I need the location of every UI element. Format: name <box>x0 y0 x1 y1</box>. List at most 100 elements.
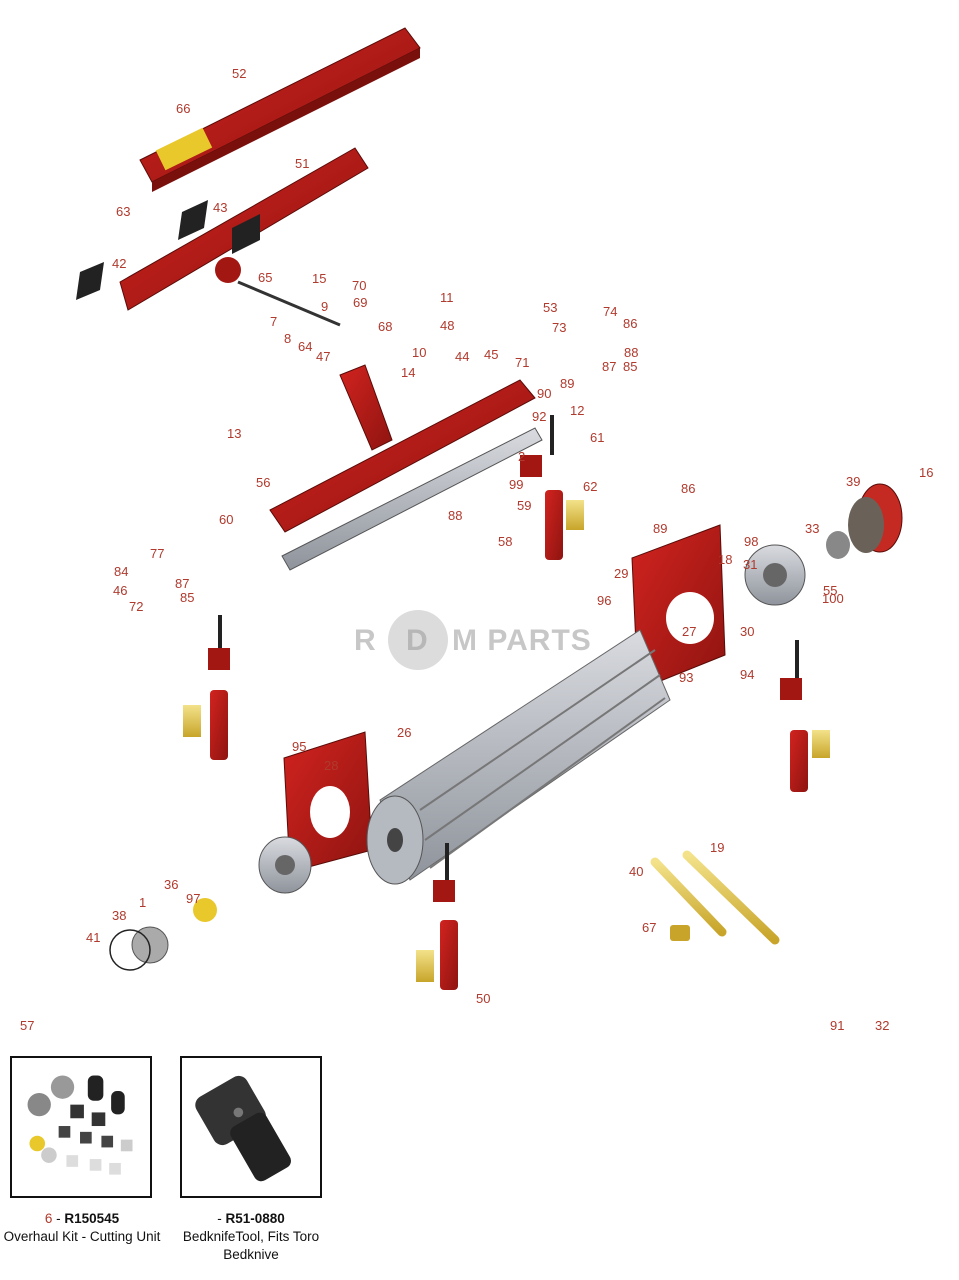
callout-86: 86 <box>623 316 637 331</box>
callout-100: 100 <box>822 591 844 606</box>
callout-99: 99 <box>509 477 523 492</box>
kit-description-line-2: Bedknive <box>223 1247 279 1262</box>
callout-72: 72 <box>129 599 143 614</box>
watermark-left: R <box>354 624 377 657</box>
kit-description-line-1: BedknifeTool, Fits Toro <box>182 1229 320 1244</box>
callout-96: 96 <box>597 593 611 608</box>
callout-48: 48 <box>440 318 454 333</box>
kit-thumbnail-bedknife-tool[interactable] <box>180 1056 322 1198</box>
callout-41: 41 <box>86 930 100 945</box>
bedknife-2 <box>281 427 543 571</box>
callout-61: 61 <box>590 430 604 445</box>
callout-89: 89 <box>560 376 574 391</box>
kit-caption-overhaul: 6 - R150545 Overhaul Kit - Cutting Unit <box>0 1210 164 1246</box>
callout-42: 42 <box>112 256 126 271</box>
callout-58: 58 <box>498 534 512 549</box>
callout-44: 44 <box>455 349 469 364</box>
callout-70: 70 <box>352 278 366 293</box>
bearing-housing-right <box>744 544 806 606</box>
callout-60: 60 <box>219 512 233 527</box>
callout-39: 39 <box>846 474 860 489</box>
callout-85: 85 <box>623 359 637 374</box>
callout-85: 85 <box>180 590 194 605</box>
callout-29: 29 <box>614 566 628 581</box>
callout-53: 53 <box>543 300 557 315</box>
callout-51: 51 <box>295 156 309 171</box>
callout-12: 12 <box>570 403 584 418</box>
callout-71: 71 <box>515 355 529 370</box>
callout-28: 28 <box>324 758 338 773</box>
callout-55: 55 <box>823 583 837 598</box>
callout-52: 52 <box>232 66 246 81</box>
callout-87: 87 <box>175 576 189 591</box>
callout-88: 88 <box>624 345 638 360</box>
callout-69: 69 <box>353 295 367 310</box>
kit-separator: - <box>217 1211 226 1226</box>
callout-33: 33 <box>805 521 819 536</box>
callout-90: 90 <box>537 386 551 401</box>
callout-38: 38 <box>112 908 126 923</box>
pulley-covers <box>109 483 903 971</box>
kit-description: Overhaul Kit - Cutting Unit <box>3 1229 161 1244</box>
cover-51 <box>119 147 369 311</box>
reel-1 <box>366 629 671 885</box>
hoc-bracket-upper-right <box>520 415 584 560</box>
bearing-housing-left <box>258 836 312 894</box>
overhaul-kit-parts-icon <box>27 1075 133 1175</box>
callout-16: 16 <box>919 465 933 480</box>
callout-15: 15 <box>312 271 326 286</box>
side-plate-right <box>631 524 726 691</box>
kit-caption-bedknife-tool: - R51-0880 BedknifeTool, Fits Toro Bedkn… <box>170 1210 332 1264</box>
kit-separator: - <box>52 1211 65 1226</box>
small-parts-top <box>76 200 341 327</box>
callout-9: 9 <box>321 299 328 314</box>
hoc-bracket-lower-right <box>780 640 830 792</box>
callout-63: 63 <box>116 204 130 219</box>
callout-30: 30 <box>740 624 754 639</box>
callout-59: 59 <box>517 498 531 513</box>
callout-74: 74 <box>603 304 617 319</box>
callout-13: 13 <box>227 426 241 441</box>
callout-62: 62 <box>583 479 597 494</box>
callout-47: 47 <box>316 349 330 364</box>
callout-31: 31 <box>743 557 757 572</box>
cover-52 <box>139 27 421 192</box>
callout-2: 2 <box>518 449 525 464</box>
callout-88: 88 <box>448 508 462 523</box>
callout-65: 65 <box>258 270 272 285</box>
callout-43: 43 <box>213 200 227 215</box>
kit-ref-number: 6 <box>44 1211 53 1226</box>
callout-87: 87 <box>602 359 616 374</box>
callout-73: 73 <box>552 320 566 335</box>
callout-7: 7 <box>270 314 277 329</box>
callout-64: 64 <box>298 339 312 354</box>
callout-50: 50 <box>476 991 490 1006</box>
kit-thumbnail-overhaul[interactable] <box>10 1056 152 1198</box>
callout-10: 10 <box>412 345 426 360</box>
callout-26: 26 <box>397 725 411 740</box>
rdm-parts-watermark: R D M PARTS <box>354 610 591 670</box>
callout-57: 57 <box>20 1018 34 1033</box>
callout-56: 56 <box>256 475 270 490</box>
bedbar-46 <box>269 364 536 533</box>
callout-68: 68 <box>378 319 392 334</box>
callout-95: 95 <box>292 739 306 754</box>
callout-1: 1 <box>139 895 146 910</box>
watermark-mid: D <box>406 624 429 657</box>
callout-66: 66 <box>176 101 190 116</box>
callout-45: 45 <box>484 347 498 362</box>
roller-shafts <box>650 850 780 945</box>
callout-77: 77 <box>150 546 164 561</box>
callout-32: 32 <box>875 1018 889 1033</box>
callout-8: 8 <box>284 331 291 346</box>
callout-98: 98 <box>744 534 758 549</box>
bedknife-tool-icon <box>195 1075 291 1182</box>
kit-part-number: R150545 <box>64 1211 120 1226</box>
hoc-bracket-lower-center <box>416 843 458 990</box>
callout-18: 18 <box>718 552 732 567</box>
callout-94: 94 <box>740 667 754 682</box>
callout-19: 19 <box>710 840 724 855</box>
hoc-bracket-upper-left <box>183 615 230 760</box>
